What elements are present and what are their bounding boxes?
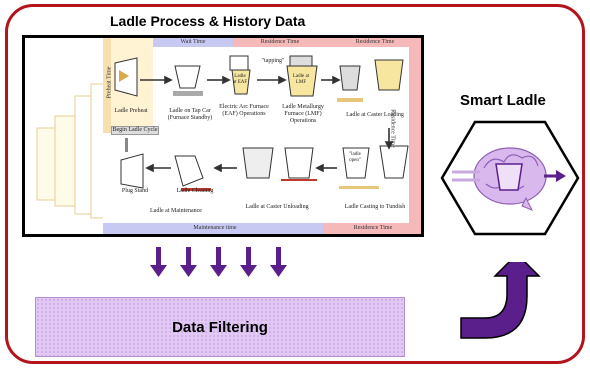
diagram-title: Ladle Process & History Data xyxy=(110,13,306,29)
caster-ladle-full-icon xyxy=(374,59,404,91)
wait-band xyxy=(153,38,233,47)
preheat-side-band xyxy=(103,38,111,133)
tapcar-ladle-icon xyxy=(174,65,201,89)
residence-band xyxy=(233,38,421,47)
output-arrowhead-icon xyxy=(556,170,566,182)
stage-caster-loading: Ladle at Caster Loading xyxy=(346,112,404,118)
down-arrow-icon xyxy=(240,247,257,277)
stage-casting: Ladle Casting to Tundish xyxy=(344,204,406,210)
plug-ladle-icon xyxy=(120,153,144,189)
stage-begin-cycle: Begin Ladle Cycle xyxy=(111,126,159,135)
input-lines-icon xyxy=(452,170,480,182)
stage-cleaning: Ladle Cleaning xyxy=(176,188,214,194)
stage-eaf: Electric Arc Furnace (EAF) Operations xyxy=(219,104,269,117)
stage-maintenance: Ladle at Maintenance xyxy=(150,208,202,214)
band-maintenance: Maintenance time xyxy=(193,225,237,231)
caster-load-ladle-icon xyxy=(339,65,361,91)
tundish-icon xyxy=(337,98,363,102)
unloading-ladle-icon xyxy=(242,147,274,179)
ladle-in-brain-icon xyxy=(495,163,523,191)
residence-bottom-band xyxy=(323,223,421,234)
down-arrow-icon xyxy=(210,247,227,277)
data-filtering-box: Data Filtering xyxy=(35,297,405,357)
band-residence-2: Residence Time xyxy=(355,39,395,45)
maintenance-band xyxy=(103,223,323,234)
curved-up-arrow-icon xyxy=(460,262,541,339)
data-filtering-label: Data Filtering xyxy=(172,318,268,336)
tundish-ladle-icon xyxy=(379,145,409,179)
stage-plug: Plug Stand xyxy=(121,188,149,194)
main-card xyxy=(103,38,421,234)
stage-preheat: Ladle Preheat xyxy=(114,108,148,114)
tag-tapping: "tapping" xyxy=(261,58,285,64)
slag-line-icon xyxy=(281,179,317,181)
flame-icon xyxy=(119,70,129,82)
down-arrows xyxy=(150,247,287,277)
tap-car-icon xyxy=(173,91,203,96)
begin-cycle-arrow xyxy=(125,138,128,152)
stage-lmf: Ladle Metallurgy Furnace (LMF) Operation… xyxy=(282,104,324,124)
lmf-roof-icon xyxy=(289,55,313,67)
down-arrow-icon xyxy=(180,247,197,277)
residence-right-band xyxy=(409,47,421,223)
down-arrow-icon xyxy=(270,247,287,277)
cleaning-ladle-icon xyxy=(174,155,204,187)
casting-ladle-icon xyxy=(342,147,370,179)
stage-tapcar: Ladle on Tap Car (Furnace Standby) xyxy=(167,108,213,121)
band-residence-bottom: Residence Time xyxy=(353,225,393,231)
down-arrow-icon xyxy=(150,247,167,277)
tundish-strand-icon xyxy=(339,186,379,189)
process-panel: Wait Time Residence Time Residence Time … xyxy=(22,35,424,237)
tag-ladle-lmf: Ladle at LMF xyxy=(292,74,310,85)
tag-ladle-eaf: Ladle at EAF xyxy=(232,74,248,85)
tag-ladle-open: "ladle open" xyxy=(349,152,361,163)
stage-unloading: Ladle at Caster Unloading xyxy=(245,204,309,210)
smart-ladle-hexagon xyxy=(440,120,580,236)
cleaning-slag-icon xyxy=(181,188,211,191)
unloading-ladle-empty-icon xyxy=(284,147,314,179)
band-wait: Wait Time xyxy=(180,39,206,45)
smart-ladle-title: Smart Ladle xyxy=(460,92,546,109)
eaf-vessel-icon xyxy=(229,55,249,71)
band-residence-right: Residence Time xyxy=(389,109,396,148)
process-diagram xyxy=(36,38,421,234)
band-residence-1: Residence Time xyxy=(260,39,300,45)
eaf-ladle-icon xyxy=(231,69,251,95)
lmf-ladle-icon xyxy=(286,65,318,97)
